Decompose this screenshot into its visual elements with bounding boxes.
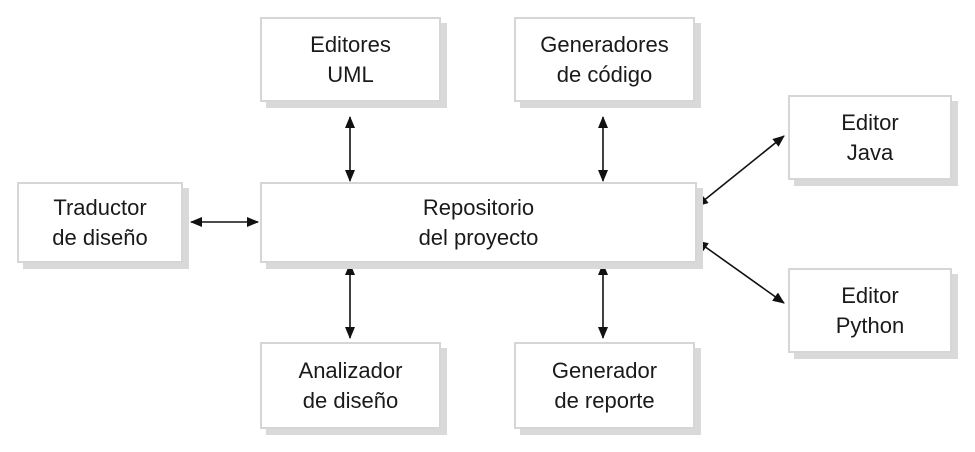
node-editor-java-line1: Editor (841, 109, 899, 135)
node-traductor-diseno: Traductor de diseño (17, 182, 183, 263)
node-generador-reporte-line2: de reporte (554, 387, 655, 413)
node-editor-python: Editor Python (788, 268, 952, 353)
node-generadores-codigo-line2: de código (556, 61, 653, 87)
node-editor-java: Editor Java (788, 95, 952, 180)
node-analizador-diseno-line1: Analizador (298, 357, 403, 383)
node-generador-reporte: Generador de reporte (514, 342, 695, 429)
node-traductor-diseno-line2: de diseño (52, 224, 148, 250)
node-editor-java-line2: Java (846, 139, 894, 165)
node-repositorio-line2: del proyecto (418, 224, 539, 250)
node-generador-reporte-line1: Generador (551, 357, 658, 383)
node-traductor-diseno-line1: Traductor (53, 194, 147, 220)
node-editores-uml: Editores UML (260, 17, 441, 102)
node-repositorio-line1: Repositorio (422, 194, 535, 220)
node-editor-python-line2: Python (835, 312, 905, 338)
node-editor-python-line1: Editor (841, 282, 899, 308)
node-editores-uml-line1: Editores (310, 31, 391, 57)
node-generadores-codigo: Generadores de código (514, 17, 695, 102)
node-analizador-diseno-line2: de diseño (302, 387, 399, 413)
node-analizador-diseno: Analizador de diseño (260, 342, 441, 429)
arrow-repositorio-editor-java (696, 135, 785, 207)
node-repositorio-proyecto: Repositorio del proyecto (260, 182, 697, 263)
node-editores-uml-line2: UML (327, 61, 374, 87)
arrow-repositorio-editor-python (696, 240, 785, 304)
node-generadores-codigo-line1: Generadores (540, 31, 669, 57)
